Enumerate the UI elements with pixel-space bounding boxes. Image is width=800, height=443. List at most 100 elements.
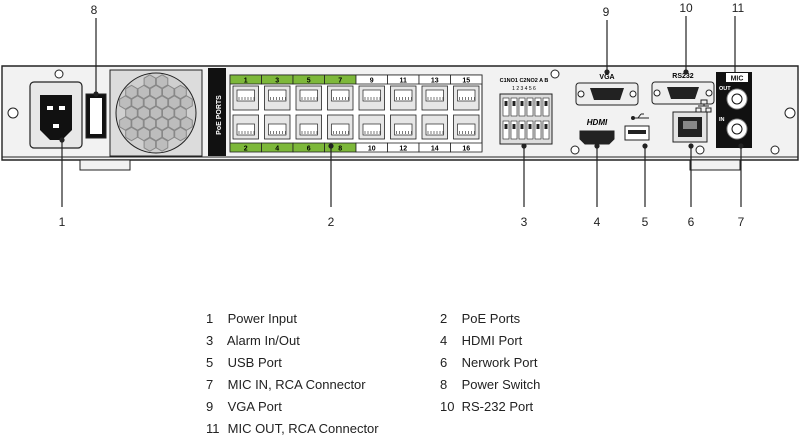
poe-port-number: 14 — [431, 146, 439, 153]
fan-hex-cell — [155, 116, 169, 131]
fan-hex-cell — [174, 105, 187, 121]
legend-num: 5 — [206, 355, 214, 370]
fan-hex-cell — [162, 126, 175, 142]
legend-num: 9 — [206, 399, 214, 414]
hdmi-logo: HDMI — [587, 118, 608, 127]
poe-port-number: 15 — [462, 78, 470, 85]
poe-port-number: 6 — [307, 146, 311, 153]
fan-hex-cell — [131, 116, 144, 131]
fan-hex-cell — [174, 126, 187, 142]
legend-num: 6 — [440, 355, 448, 370]
legend-label: MIC OUT, RCA Connector — [227, 421, 379, 436]
alarm-pin — [502, 120, 510, 140]
callout-7: 7 — [738, 215, 745, 229]
fan-grille — [109, 69, 203, 157]
alarm-header-label: C1NO1 C2NO2 A B — [500, 78, 549, 84]
rj45-jack — [362, 89, 381, 102]
alarm-pin — [526, 120, 534, 140]
poe-port-number: 11 — [400, 78, 408, 85]
alarm-pin-label: 1 2 3 4 5 6 — [512, 86, 536, 92]
legend-label: VGA Port — [227, 399, 282, 414]
callout-1: 1 — [59, 215, 66, 229]
legend-num: 4 — [440, 333, 448, 348]
legend-label: MIC IN, RCA Connector — [227, 377, 366, 392]
legend-num: 10 — [440, 399, 455, 414]
fan-hex-cell — [137, 126, 150, 142]
legend-num: 3 — [206, 333, 214, 348]
legend-item: 11 MIC OUT, RCA Connector — [206, 421, 379, 436]
alarm-screw — [512, 124, 516, 129]
rj45-jack — [299, 89, 318, 102]
legend-label: USB Port — [227, 355, 282, 370]
legend-item: 4 HDMI Port — [440, 333, 522, 348]
poe-ports-label: PoE PORTS — [216, 95, 223, 135]
rj45-jack — [331, 123, 350, 136]
rj45-jack — [236, 89, 255, 102]
callout-9: 9 — [603, 5, 610, 19]
foot-left — [79, 159, 131, 171]
legend-label: Power Input — [227, 311, 297, 326]
poe-number-cell — [450, 142, 483, 153]
alarm-pin — [542, 97, 550, 117]
fan-hex-cell — [180, 95, 193, 110]
alarm-screw — [536, 124, 540, 129]
fan-hex-cell — [143, 116, 157, 131]
fan-hex-cell — [155, 95, 169, 110]
legend-label: Alarm In/Out — [226, 333, 300, 348]
alarm-terminal-block[interactable]: C1NO1 C2NO2 A B 1 2 3 4 5 6 — [499, 78, 553, 145]
legend-label: HDMI Port — [461, 333, 523, 348]
fan-hex-cell — [143, 95, 157, 110]
fan-hex-cell — [125, 126, 138, 142]
callout-8: 8 — [91, 3, 98, 17]
legend-item: 9 VGA Port — [206, 399, 282, 414]
callout-6: 6 — [688, 215, 695, 229]
rj45-jack — [331, 89, 350, 102]
alarm-screw — [520, 101, 524, 106]
callout-3: 3 — [521, 215, 528, 229]
legend-item: 6 Nerwork Port — [440, 355, 537, 370]
rj45-jack — [268, 89, 287, 102]
alarm-pin — [502, 97, 510, 117]
legend-item: 5 USB Port — [206, 355, 282, 370]
legend-label: RS-232 Port — [461, 399, 534, 414]
fan-hex-cell — [125, 105, 138, 121]
legend-item: 1 Power Input — [206, 311, 297, 326]
fan-hex-cell — [137, 84, 150, 100]
mic-out-label: OUT — [719, 86, 731, 92]
poe-port-number: 7 — [338, 78, 342, 85]
rs232-label: RS232 — [672, 73, 694, 80]
rj45-jack — [457, 89, 476, 102]
fan-hex-cell — [180, 116, 193, 131]
alarm-screw — [504, 124, 508, 129]
rj45-jack — [268, 123, 287, 136]
poe-port-number: 4 — [275, 146, 279, 153]
alarm-screw — [520, 124, 524, 129]
legend-num: 1 — [206, 311, 214, 326]
fan-hex-cell — [168, 116, 181, 131]
rj45-jack — [299, 123, 318, 136]
fan-hex-cell — [155, 137, 169, 152]
poe-port-number: 8 — [338, 146, 342, 153]
legend-item: 10 RS-232 Port — [440, 399, 533, 414]
fan-hex-cell — [149, 126, 163, 142]
alarm-screw — [528, 101, 532, 106]
poe-port-number: 9 — [370, 78, 374, 85]
poe-number-cell — [450, 74, 483, 85]
alarm-screw — [544, 101, 548, 106]
fan-hex-cell — [143, 137, 157, 152]
legend-num: 7 — [206, 377, 214, 392]
alarm-pin — [534, 120, 542, 140]
legend-num: 2 — [440, 311, 448, 326]
poe-port-number: 2 — [244, 146, 248, 153]
alarm-pin — [510, 120, 518, 140]
hdmi-port[interactable] — [579, 130, 615, 145]
poe-port-number: 16 — [462, 146, 470, 153]
vga-port[interactable] — [575, 82, 639, 106]
fan-hex-cell — [137, 105, 150, 121]
rs232-port[interactable] — [651, 81, 715, 105]
alarm-screw — [504, 101, 508, 106]
poe-port-number: 10 — [368, 146, 376, 153]
usb-icon — [631, 113, 649, 120]
vga-label: VGA — [599, 74, 614, 81]
